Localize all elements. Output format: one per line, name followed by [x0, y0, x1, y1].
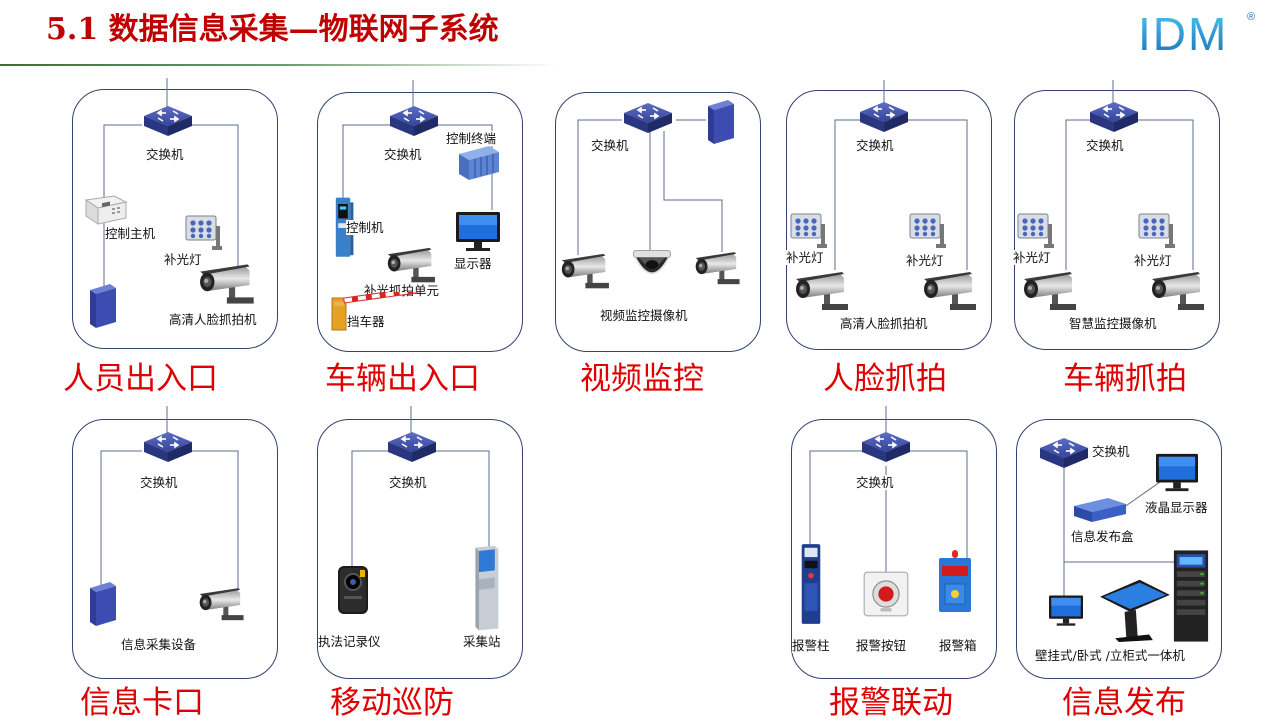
- switch-icon: [386, 104, 442, 138]
- fill-light-label: 补光灯: [1013, 250, 1051, 265]
- fill-light-label: 补光灯: [164, 252, 202, 267]
- smart-camera-label: 智慧监控摄像机: [1069, 316, 1157, 331]
- bullet-camera-icon: [560, 252, 618, 292]
- caption-mobile-patrol: 移动巡防: [330, 685, 454, 721]
- switch-icon: [1086, 100, 1142, 134]
- smart-camera-icon: [1022, 270, 1086, 314]
- barrier-label: 挡车器: [347, 314, 385, 329]
- caption-video-surveillance: 视频监控: [580, 361, 704, 397]
- fill-light-icon: [184, 214, 224, 254]
- face-camera-label: 高清人脸抓拍机: [840, 316, 928, 331]
- fill-light-icon: [789, 212, 829, 252]
- idm-logo: IDM ®: [1138, 8, 1255, 56]
- caption-alarm-linkage: 报警联动: [829, 685, 953, 721]
- server-icon: [84, 282, 120, 330]
- smart-camera-icon: [1150, 270, 1214, 314]
- fill-light-icon: [908, 212, 948, 252]
- control-host-label: 控制主机: [105, 226, 156, 241]
- fill-light-label: 补光灯: [906, 253, 944, 268]
- control-terminal-icon: [455, 142, 503, 182]
- switch-icon: [1036, 436, 1092, 470]
- body-camera-icon: [336, 564, 370, 616]
- switch-label: 交换机: [1086, 138, 1124, 153]
- caption-face-capture: 人脸抓拍: [823, 361, 947, 397]
- page-title: 5.1 数据信息采集—物联网子系统: [46, 12, 499, 47]
- caption-info-checkpoint: 信息卡口: [80, 685, 204, 721]
- switch-label: 交换机: [591, 138, 629, 153]
- publish-box-label: 信息发布盒: [1071, 529, 1134, 544]
- monitor-icon: [454, 210, 502, 254]
- wall-display-icon: [1038, 594, 1094, 628]
- control-terminal-label: 控制终端: [446, 131, 497, 146]
- switch-icon: [384, 430, 440, 464]
- lcd-label: 液晶显示器: [1145, 500, 1208, 515]
- switch-label: 交换机: [1092, 444, 1130, 459]
- server-icon: [702, 98, 738, 146]
- fill-light-icon: [1016, 212, 1056, 252]
- switch-label: 交换机: [140, 475, 178, 490]
- face-camera-label: 高清人脸抓拍机: [169, 312, 257, 327]
- alarm-box-label: 报警箱: [939, 638, 977, 653]
- switch-icon: [856, 100, 912, 134]
- surveillance-camera-label: 视频监控摄像机: [600, 308, 688, 323]
- table-kiosk-icon: [1096, 576, 1172, 642]
- fill-light-label: 补光灯: [1134, 253, 1172, 268]
- caption-personnel-entrance: 人员出入口: [63, 361, 218, 397]
- info-collection-label: 信息采集设备: [121, 637, 197, 652]
- title-underline: [0, 64, 560, 66]
- switch-icon: [140, 104, 196, 138]
- publish-box-icon: [1070, 494, 1130, 524]
- kiosk-types-label: 壁挂式/卧式 /立柜式一体机: [1035, 648, 1185, 663]
- display-label: 显示器: [454, 256, 492, 271]
- fill-light-label: 补光灯: [786, 250, 824, 265]
- face-camera-icon: [198, 262, 264, 308]
- dome-camera-icon: [630, 248, 674, 288]
- switch-label: 交换机: [856, 475, 894, 490]
- face-camera-icon: [922, 270, 986, 314]
- bullet-camera-icon: [198, 586, 252, 624]
- face-camera-icon: [794, 270, 858, 314]
- switch-label: 交换机: [389, 475, 427, 490]
- controller-label: 控制机: [346, 220, 384, 235]
- caption-vehicle-entrance: 车辆出入口: [325, 361, 480, 397]
- alarm-button-icon: [862, 570, 910, 618]
- alarm-pillar-icon: [798, 540, 824, 628]
- alarm-button-label: 报警按钮: [856, 638, 907, 653]
- switch-label: 交换机: [856, 138, 894, 153]
- collection-station-icon: [468, 544, 504, 632]
- switch-label: 交换机: [146, 147, 184, 162]
- recorder-label: 执法记录仪: [318, 634, 381, 649]
- alarm-box-icon: [935, 550, 975, 614]
- logo-registered-mark: ®: [1247, 11, 1255, 23]
- caption-info-publish: 信息发布: [1062, 685, 1186, 721]
- cabinet-kiosk-icon: [1172, 548, 1210, 644]
- switch-icon: [858, 430, 914, 464]
- keypad-host-icon: [84, 194, 128, 226]
- collection-station-label: 采集站: [463, 634, 501, 649]
- logo-text: IDM: [1138, 8, 1228, 56]
- caption-vehicle-capture: 车辆抓拍: [1063, 361, 1187, 397]
- lcd-monitor-icon: [1154, 452, 1200, 494]
- fill-light-icon: [1137, 212, 1177, 252]
- alarm-pillar-label: 报警柱: [792, 638, 830, 653]
- switch-icon: [140, 430, 196, 464]
- server-icon: [84, 580, 120, 628]
- capture-camera-icon: [386, 246, 444, 286]
- bullet-camera-icon: [694, 250, 748, 288]
- switch-icon: [620, 101, 676, 135]
- switch-label: 交换机: [384, 147, 422, 162]
